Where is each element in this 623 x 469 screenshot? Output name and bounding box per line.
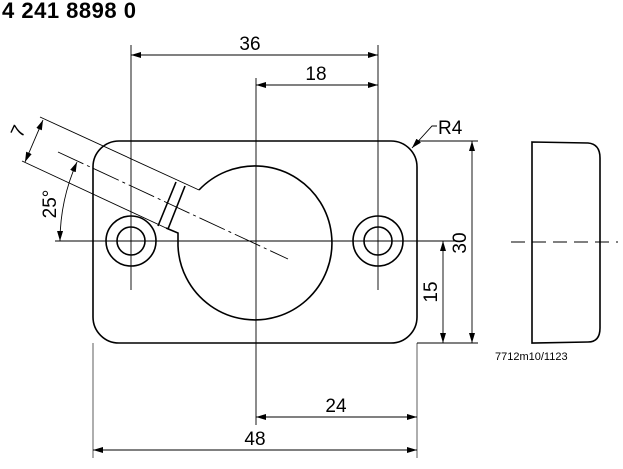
dim-half-hole-spacing: 18 xyxy=(305,64,326,85)
central-cutout xyxy=(165,165,333,321)
dim-height: 30 xyxy=(450,232,471,253)
slot-centerline xyxy=(57,151,289,260)
dim-hole-spacing: 36 xyxy=(239,34,260,55)
plate-outline xyxy=(92,140,418,344)
right-mounting-hole xyxy=(352,215,404,267)
side-view-outline xyxy=(531,141,601,344)
slot-lower-edge xyxy=(21,160,167,229)
dim-half-height: 15 xyxy=(421,281,442,302)
slot-upper-edge xyxy=(39,116,200,191)
dim-slot-width-line xyxy=(24,119,44,163)
drawing-number: 7712m10/1123 xyxy=(495,351,568,363)
radius-leader xyxy=(411,125,437,149)
part-number-title: 4 241 8898 0 xyxy=(2,0,137,23)
left-mounting-hole xyxy=(105,215,157,267)
slot-bar-2 xyxy=(167,185,186,230)
dim-slot-width: 7 xyxy=(7,122,31,140)
dim-width: 48 xyxy=(244,429,265,450)
dim-slot-angle: 25° xyxy=(40,190,61,219)
dim-corner-radius: R4 xyxy=(438,118,463,139)
dim-half-width: 24 xyxy=(325,396,347,417)
slot-bar-1 xyxy=(157,181,177,227)
dim-angle-arc xyxy=(57,161,78,242)
